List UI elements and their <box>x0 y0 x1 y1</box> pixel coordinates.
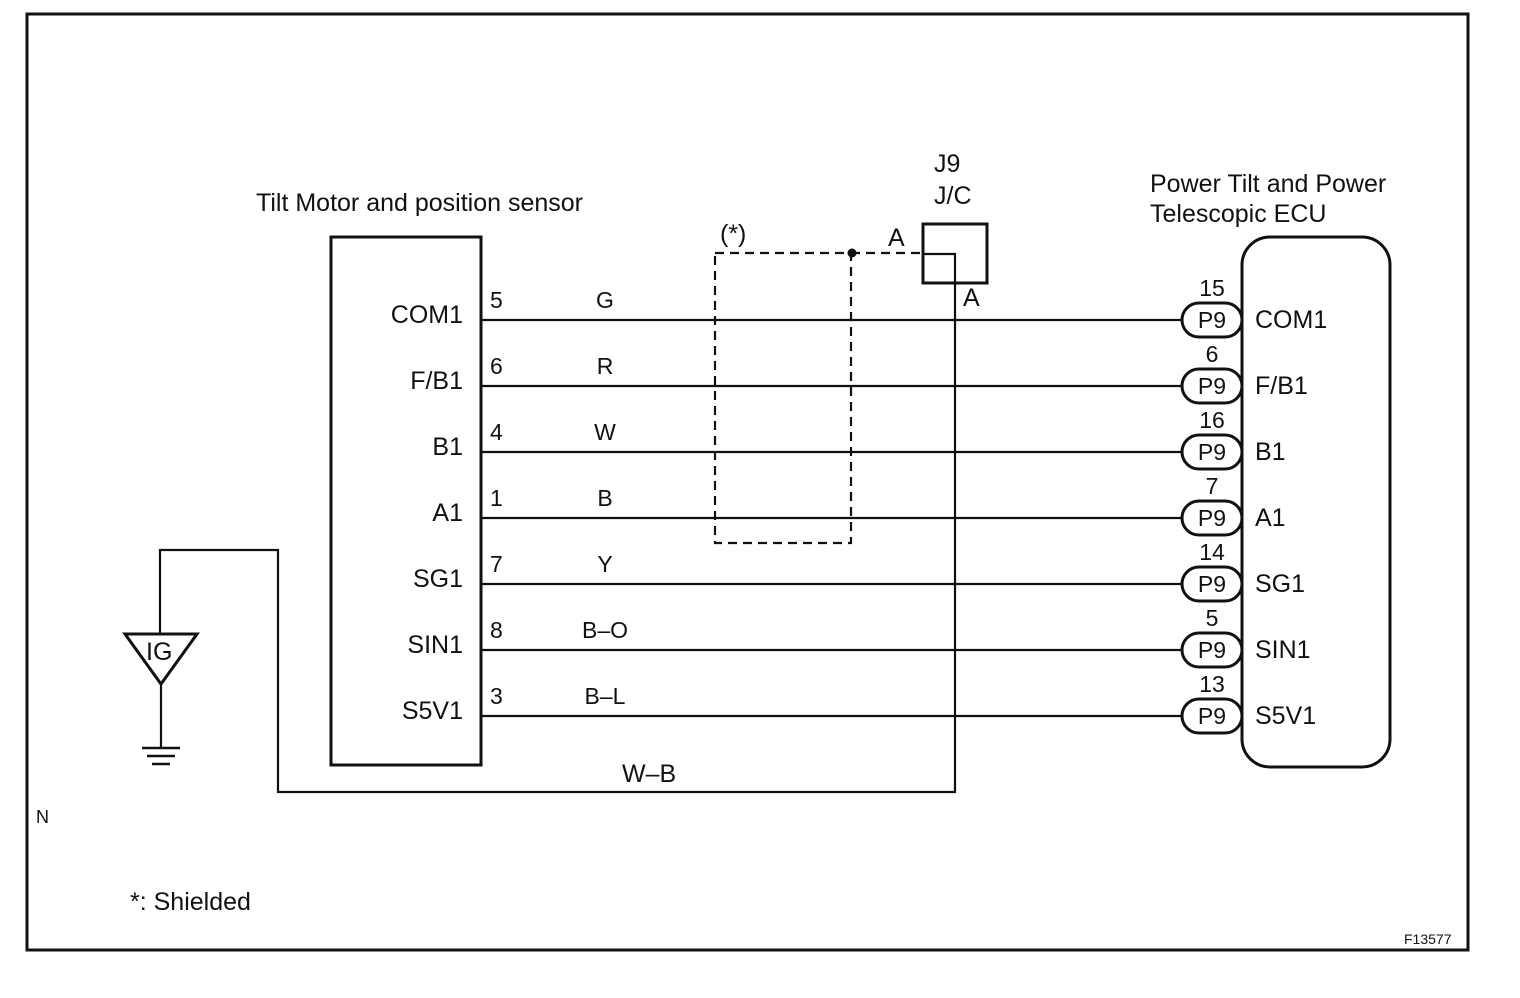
side-letter: N <box>36 807 49 827</box>
left-pin-name: B1 <box>432 433 463 461</box>
ecu-title-line1: Power Tilt and Power <box>1150 170 1386 198</box>
ecu-pin-number: 15 <box>1199 275 1225 301</box>
ig-triangle-icon <box>122 632 200 687</box>
ecu-pin-number: 7 <box>1206 473 1219 499</box>
connector-label: P9 <box>1198 439 1226 465</box>
left-pin-number: 5 <box>490 287 503 313</box>
connector-pill <box>1180 565 1244 603</box>
left-pin-number: 1 <box>490 485 503 511</box>
wire-color-label: B–L <box>585 683 626 709</box>
junction-terminal-out: A <box>963 284 980 312</box>
shield-drain-dot <box>847 248 857 258</box>
ecu-pin-name: SG1 <box>1255 570 1305 598</box>
connector-label: P9 <box>1198 571 1226 597</box>
ground-wire <box>158 283 957 794</box>
connector-label: P9 <box>1198 373 1226 399</box>
connector-label: P9 <box>1198 637 1226 663</box>
connector-pill <box>1180 631 1244 669</box>
left-pin-name: COM1 <box>391 301 463 329</box>
left-pin-name: F/B1 <box>410 367 463 395</box>
left-pin-name: A1 <box>432 499 463 527</box>
connector-pill <box>1180 499 1244 537</box>
connector-label: P9 <box>1198 703 1226 729</box>
connector-label: P9 <box>1198 307 1226 333</box>
connector-label: P9 <box>1198 505 1226 531</box>
junction-inner-line <box>923 252 957 283</box>
connector-pill <box>1180 301 1244 339</box>
left-pin-name: SG1 <box>413 565 463 593</box>
ecu-pin-number: 16 <box>1199 407 1225 433</box>
ecu-pin-name: F/B1 <box>1255 372 1308 400</box>
wire-color-label: B <box>597 485 612 511</box>
ig-label: IG <box>146 638 172 666</box>
wire-color-label: W <box>594 419 616 445</box>
junction-terminal-in: A <box>888 224 905 252</box>
ecu-pin-number: 13 <box>1199 671 1225 697</box>
ecu-title-line2: Telescopic ECU <box>1150 200 1326 228</box>
left-pin-name: SIN1 <box>407 631 463 659</box>
tilt-motor-box <box>329 235 483 767</box>
left-pin-name: S5V1 <box>402 697 463 725</box>
connector-pill <box>1180 697 1244 735</box>
ecu-pin-name: A1 <box>1255 504 1286 532</box>
ecu-box <box>1240 235 1392 769</box>
shield-box <box>713 251 853 545</box>
connector-pill <box>1180 367 1244 405</box>
ground-wire-label: W–B <box>622 760 676 788</box>
shield-marker: (*) <box>720 220 746 248</box>
ecu-pin-name: SIN1 <box>1255 636 1311 664</box>
ecu-pin-number: 14 <box>1199 539 1225 565</box>
left-pin-number: 7 <box>490 551 503 577</box>
wire-color-label: Y <box>597 551 612 577</box>
left-pin-number: 3 <box>490 683 503 709</box>
ecu-pin-name: S5V1 <box>1255 702 1316 730</box>
junction-type: J/C <box>934 182 972 210</box>
ecu-pin-number: 5 <box>1206 605 1219 631</box>
diagram-frame <box>25 12 1470 952</box>
tilt-motor-title: Tilt Motor and position sensor <box>256 189 583 217</box>
ecu-pin-name: B1 <box>1255 438 1286 466</box>
wire-color-label: R <box>597 353 614 379</box>
wire-color-label: B–O <box>582 617 628 643</box>
shield-legend: *: Shielded <box>130 888 251 916</box>
ecu-pin-number: 6 <box>1206 341 1219 367</box>
left-pin-number: 6 <box>490 353 503 379</box>
figure-code: F13577 <box>1404 931 1452 947</box>
connector-pill <box>1180 433 1244 471</box>
wire-color-label: G <box>596 287 614 313</box>
ecu-pin-name: COM1 <box>1255 306 1327 334</box>
left-pin-number: 4 <box>490 419 503 445</box>
left-pin-number: 8 <box>490 617 503 643</box>
junction-id: J9 <box>934 150 960 178</box>
ground-icon <box>142 746 180 766</box>
